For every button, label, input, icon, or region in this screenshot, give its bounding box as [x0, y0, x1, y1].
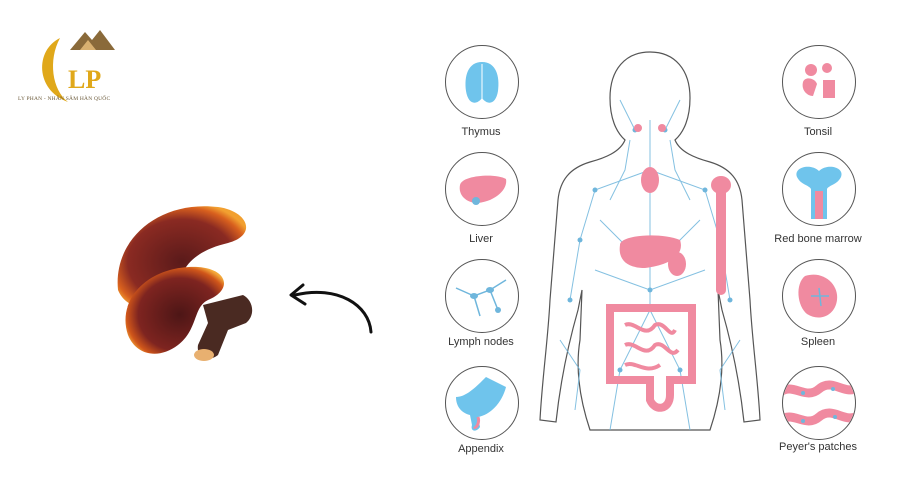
lymph-nodes-icon	[445, 259, 519, 333]
thymus-icon	[445, 45, 519, 119]
organ-label-red-bone-marrow: Red bone marrow	[774, 233, 862, 245]
peyers-patches-icon	[782, 366, 856, 440]
logo-icon: LP	[42, 30, 115, 102]
organ-label-spleen: Spleen	[800, 336, 836, 348]
organ-label-lymph-nodes: Lymph nodes	[448, 336, 514, 348]
organ-label-tonsil: Tonsil	[803, 126, 833, 138]
brand-logo: LP	[30, 20, 140, 115]
spleen-icon	[782, 259, 856, 333]
appendix-icon	[445, 366, 519, 440]
reishi-mushroom-icon	[108, 195, 268, 370]
curved-arrow-icon	[283, 280, 378, 340]
organ-label-liver: Liver	[469, 233, 493, 245]
organ-label-thymus: Thymus	[461, 126, 501, 138]
tonsil-icon	[782, 45, 856, 119]
body-outline-illustration	[539, 51, 761, 431]
lymphatic-system-diagram: Thymus Liver Lymph nodes Appendix Tonsil…	[430, 40, 870, 470]
red-bone-marrow-icon	[782, 152, 856, 226]
logo-caption: LY PHAN - NHÂN SÂM HÀN QUỐC	[18, 96, 111, 102]
organ-label-peyers-patches: Peyer's patches	[779, 441, 857, 453]
svg-text:LP: LP	[68, 65, 101, 94]
liver-icon	[445, 152, 519, 226]
organ-label-appendix: Appendix	[458, 443, 504, 455]
